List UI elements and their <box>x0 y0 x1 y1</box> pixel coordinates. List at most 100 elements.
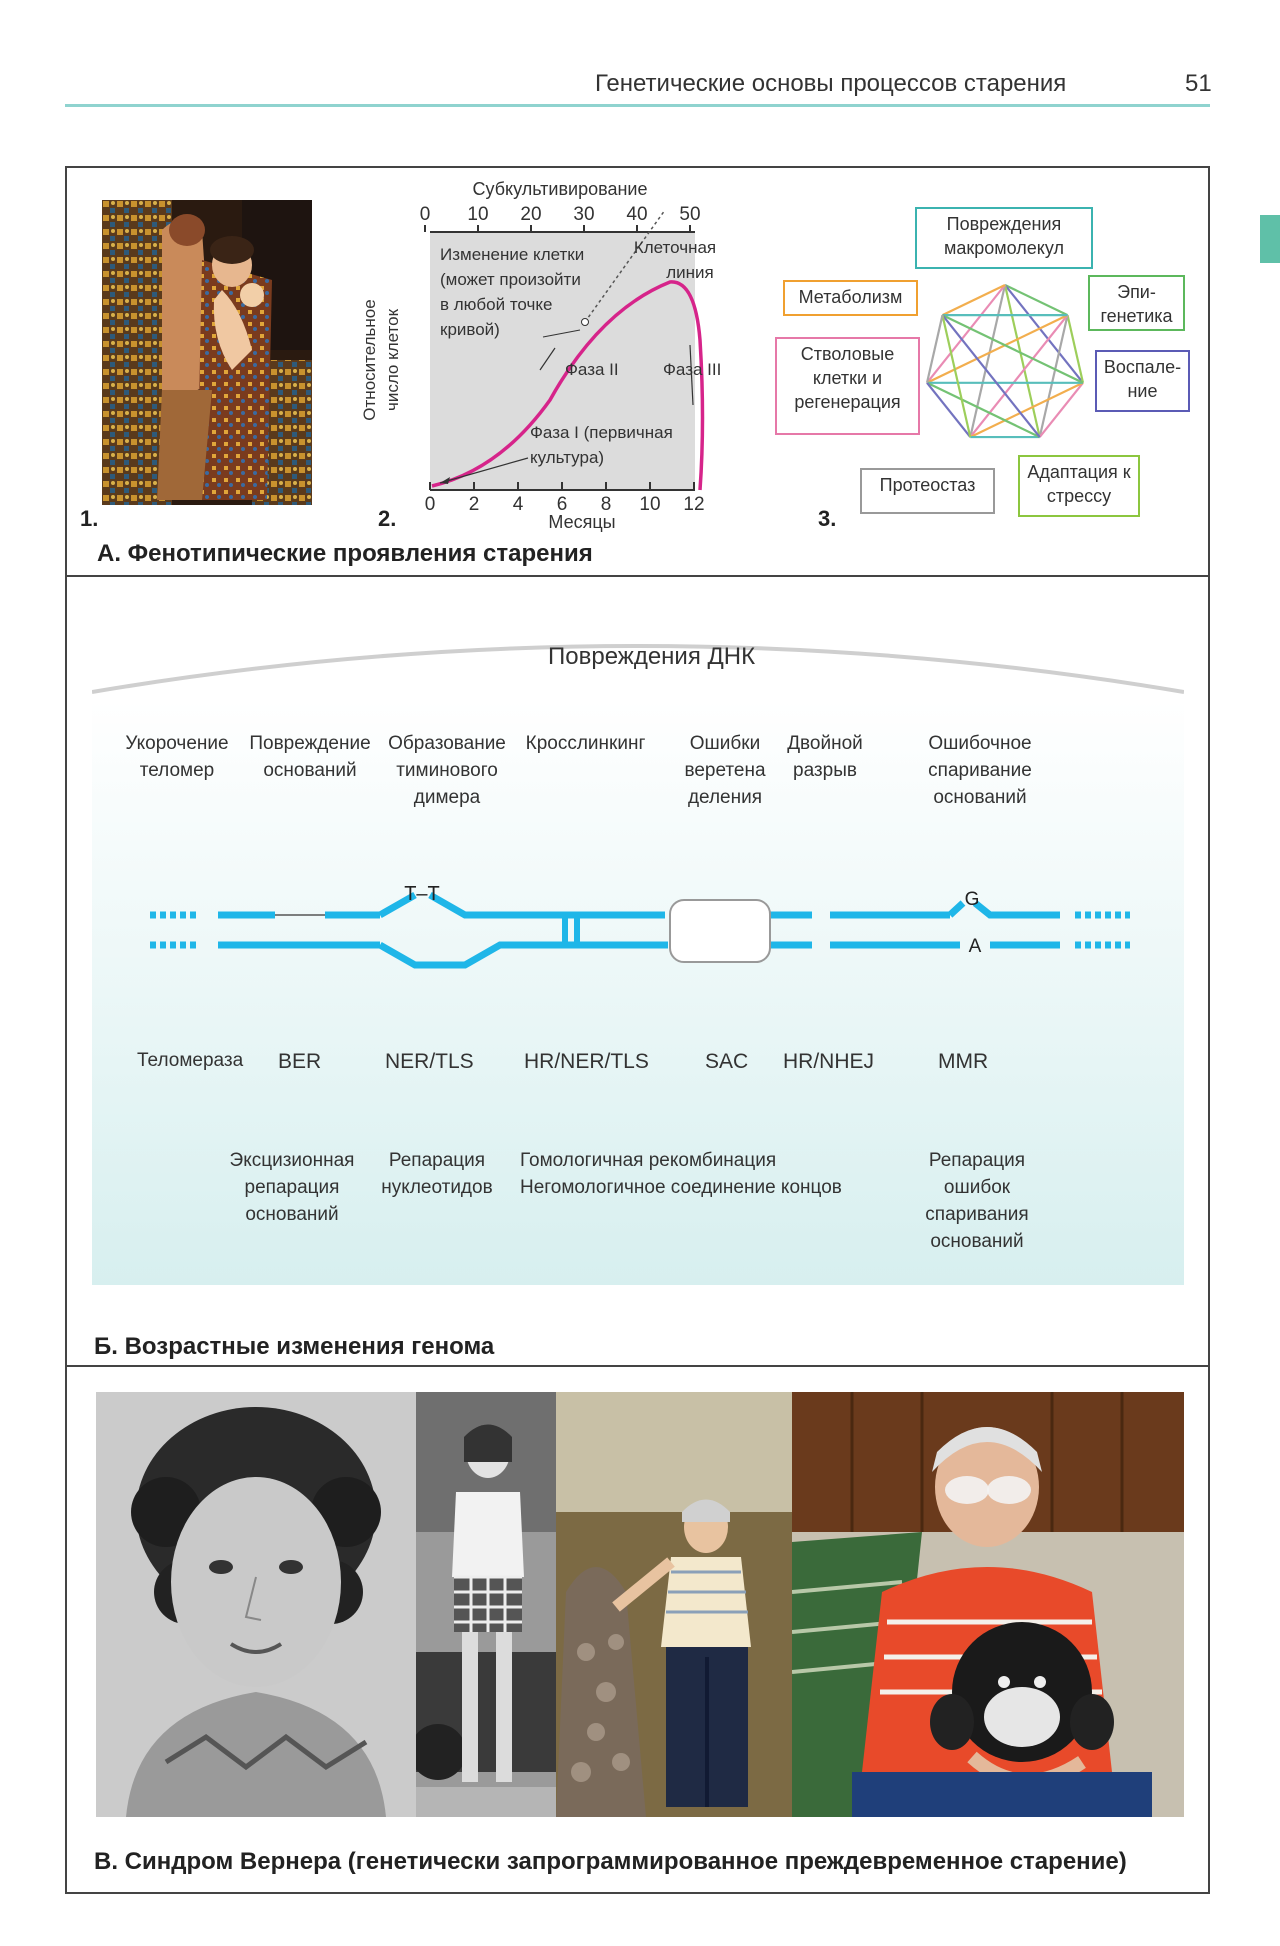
network-edge <box>926 381 1041 439</box>
bottom-tick-label: 2 <box>469 494 480 515</box>
item-number-1: 1. <box>80 506 99 531</box>
genome-panel-background <box>92 700 1184 1285</box>
panel-c-caption: В. Синдром Вернера (генетически запрогра… <box>94 1848 1127 1875</box>
repair-telomerase: Теломераза <box>137 1050 244 1071</box>
bottom-tick-label: 8 <box>601 494 612 515</box>
dna-strand-diagram: T–T G A <box>150 883 1130 969</box>
network-edge <box>941 314 1041 438</box>
photo-young-woman <box>416 1392 556 1817</box>
photo-middle-aged-woman <box>556 1392 792 1817</box>
network-edge <box>969 381 1084 439</box>
item-number-3: 3. <box>818 506 837 531</box>
annotation-change-3: в любой точке <box>440 295 552 314</box>
panel-b-caption: Б. Возрастные изменения генома <box>94 1333 495 1360</box>
repair-ner-tls: NER/TLS <box>385 1050 474 1073</box>
bottom-tick-label: 10 <box>639 494 660 515</box>
annotation-change-2: (может произойти <box>440 270 581 289</box>
node-macromolecule-damage: Повреждения макромолекул <box>915 207 1093 269</box>
spindle-error-box <box>669 899 771 963</box>
panel-divider-b-c <box>65 1365 1210 1367</box>
panel-divider-a-b <box>65 575 1210 577</box>
node-proteostasis: Протеостаз <box>860 468 995 514</box>
phase-2-label: Фаза II <box>565 360 619 379</box>
top-tick-label: 10 <box>467 204 488 225</box>
item-number-2: 2. <box>378 506 397 531</box>
repair-hr-ner-tls: HR/NER/TLS <box>524 1050 649 1073</box>
photo-child-portrait <box>96 1392 416 1817</box>
network-edge <box>941 314 972 438</box>
node-epigenetics: Эпи- генетика <box>1088 275 1185 331</box>
repair-mmr: MMR <box>938 1050 989 1073</box>
network-edge <box>941 284 1006 317</box>
phase-1-label-2: культура) <box>530 448 604 467</box>
network-edge <box>1003 284 1041 438</box>
dna-damage-title: Повреждения ДНК <box>548 643 756 670</box>
bottom-axis-label: Месяцы <box>548 512 615 532</box>
damage-crosslinking: Кросслинкинг <box>525 733 646 754</box>
network-edge <box>1004 284 1069 317</box>
network-edge <box>969 284 1007 438</box>
bottom-tick-label: 4 <box>513 494 524 515</box>
top-axis-label: Субкультивирование <box>473 179 648 199</box>
figure-frame <box>65 166 1210 1894</box>
mismatch-base-a: A <box>969 936 982 957</box>
node-inflammation: Воспале- ние <box>1095 350 1190 412</box>
bottom-tick-label: 6 <box>557 494 568 515</box>
network-edge <box>926 382 972 438</box>
photo-elderly-woman-with-dog <box>792 1392 1184 1817</box>
bottom-axis-ticks: 0 2 4 6 8 10 12 <box>425 482 705 515</box>
page-number: 51 <box>1185 70 1212 97</box>
change-point <box>581 318 589 326</box>
y-axis-label-2: число клеток <box>383 308 402 411</box>
network-edge <box>926 284 1006 384</box>
annotation-change-1: Изменение клетки <box>440 245 584 264</box>
annotation-change-4: кривой) <box>440 320 500 339</box>
bottom-tick-label: 0 <box>425 494 436 515</box>
top-tick-label: 50 <box>679 204 700 225</box>
network-edge <box>926 314 1069 384</box>
node-stem-cells: Стволовые клетки и регенерация <box>775 337 920 435</box>
network-edge <box>941 314 1084 384</box>
top-axis-ticks: 0 10 20 30 40 50 <box>420 204 701 232</box>
cell-line-dotted <box>584 209 666 323</box>
running-header-title: Генетические основы процессов старения <box>595 70 1067 97</box>
network-edge <box>925 314 944 384</box>
panel-a-caption: A. Фенотипические проявления старения <box>97 540 593 567</box>
header-rule <box>65 104 1210 107</box>
network-edge <box>1066 314 1085 384</box>
top-tick-label: 40 <box>626 204 647 225</box>
mismatch-base-g: G <box>965 889 980 910</box>
repair-sac: SAC <box>705 1050 749 1073</box>
chart-plot-area <box>430 232 695 490</box>
repair-ber: BER <box>278 1050 322 1073</box>
cell-growth-chart: Субкультивирование 0 10 20 30 40 50 0 2 4 6 8 10 12… <box>360 179 721 532</box>
node-metabolism: Метаболизм <box>783 280 918 316</box>
network-edge <box>969 314 1069 438</box>
thymine-dimer-label: T–T <box>404 883 440 905</box>
annotation-line-1: Клеточная <box>634 238 716 257</box>
top-tick-label: 0 <box>420 204 431 225</box>
painting-three-ages <box>102 200 312 505</box>
bottom-tick-label: 12 <box>683 494 704 515</box>
annotation-line-2: линия <box>666 263 714 282</box>
repair-hr-nhej: HR/NHEJ <box>783 1050 875 1073</box>
network-edge <box>1038 382 1084 438</box>
dna-damage-arc <box>92 644 1184 694</box>
network-edge <box>1004 284 1084 384</box>
phase-3-label: Фаза III <box>663 360 721 379</box>
node-stress-adaptation: Адаптация к стрессу <box>1018 455 1140 517</box>
top-tick-label: 20 <box>520 204 541 225</box>
top-tick-label: 30 <box>573 204 594 225</box>
network-edge <box>1038 314 1069 438</box>
hallmarks-network-lines <box>925 284 1085 439</box>
y-axis-label-1: Относительное <box>360 299 379 420</box>
